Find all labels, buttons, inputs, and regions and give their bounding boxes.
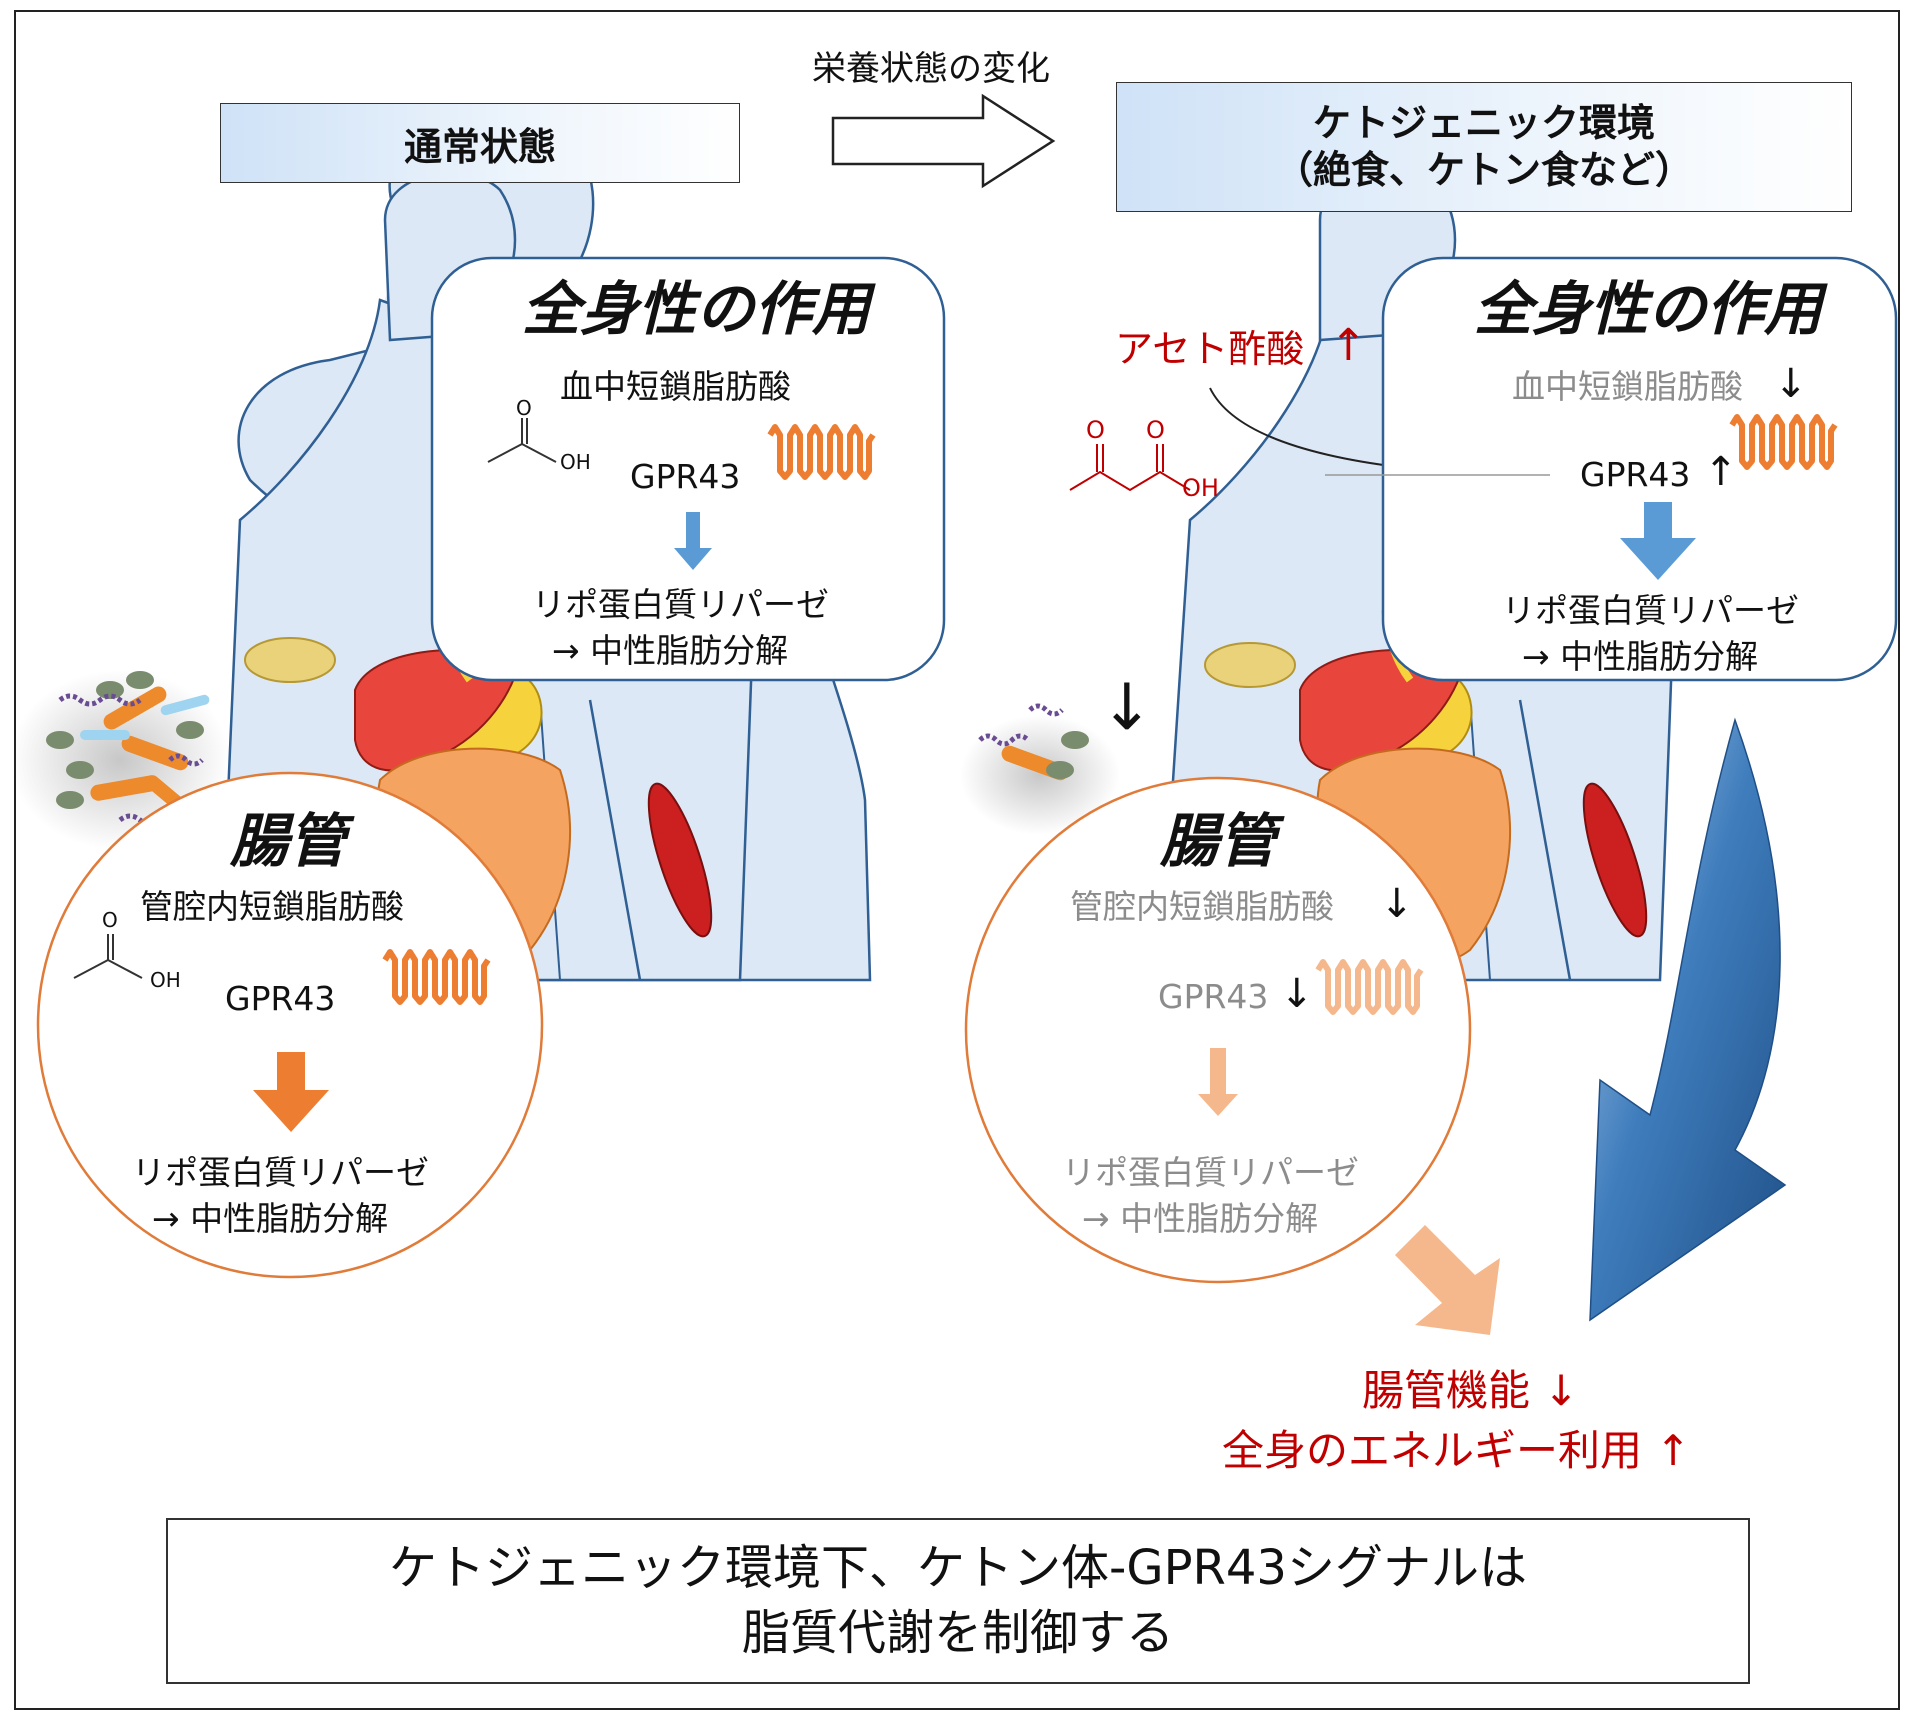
ketone-oh-label: OH [1182, 474, 1219, 502]
left-gut-oh-label: OH [150, 968, 181, 992]
left-systemic-oh-label: OH [560, 450, 591, 474]
left-systemic-result: → 中性脂肪分解 [552, 631, 789, 670]
right-gut-down-arrow [1198, 1048, 1238, 1116]
left-gut-down-arrow [253, 1052, 329, 1132]
left-acetate-molecule [487, 418, 557, 463]
ketone-label: アセト酢酸 [1115, 327, 1305, 371]
conclusion-box: ケトジェニック環境下、ケトン体-GPR43シグナルは 脂質代謝を制御する [166, 1518, 1750, 1684]
right-systemic-enzyme: リポ蛋白質リパーゼ [1502, 591, 1799, 630]
right-header-line1: ケトジェニック環境 [1312, 100, 1655, 145]
right-systemic-title: 全身性の作用 [1474, 275, 1823, 343]
left-gut-result: → 中性脂肪分解 [152, 1199, 389, 1238]
right-gut-circle [964, 776, 1472, 1284]
right-gut-result: → 中性脂肪分解 [1082, 1199, 1319, 1238]
right-gut-enzyme: リポ蛋白質リパーゼ [1062, 1153, 1359, 1192]
right-header: ケトジェニック環境 （絶食、ケトン食など） [1116, 82, 1852, 212]
right-gut-title: 腸管 [1160, 807, 1277, 875]
left-gut-enzyme: リポ蛋白質リパーゼ [132, 1153, 429, 1192]
left-systemic-enzyme: リポ蛋白質リパーゼ [532, 585, 829, 624]
left-muscle [647, 782, 713, 938]
left-gut-receptor: GPR43 [225, 979, 336, 1018]
conclusion-line2: 脂質代謝を制御する [741, 1605, 1174, 1661]
figure-frame [14, 10, 1900, 1710]
ketone-o2-label: O [1146, 416, 1165, 444]
right-header-line2: （絶食、ケトン食など） [1274, 148, 1693, 192]
right-systemic-result: → 中性脂肪分解 [1522, 637, 1759, 676]
left-liver [354, 649, 522, 772]
acetoacetate-molecule [1069, 444, 1191, 492]
left-systemic-o-label: O [516, 396, 532, 420]
left-gut-scfa: 管腔内短鎖脂肪酸 [140, 887, 404, 926]
left-fat-tissue [244, 637, 336, 683]
left-systemic-panel [430, 256, 946, 682]
transition-label: 栄養状態の変化 [812, 49, 1050, 89]
left-systemic-title: 全身性の作用 [522, 275, 871, 343]
right-gut-receptor-arrow: ↓ [1280, 971, 1314, 1017]
right-systemic-down-arrow [1620, 502, 1696, 580]
right-muscle [1582, 782, 1648, 938]
left-systemic-receptor: GPR43 [630, 457, 741, 496]
right-systemic-scfa: 血中短鎖脂肪酸 [1512, 367, 1743, 406]
conclusion-line1: ケトジェニック環境下、ケトン体-GPR43シグナルは [389, 1540, 1527, 1597]
left-gut-circle [36, 771, 544, 1279]
right-systemic-scfa-arrow: ↓ [1774, 361, 1808, 407]
right-microbes [978, 703, 1089, 781]
right-liver [1299, 649, 1467, 772]
right-systemic-panel [1381, 256, 1898, 682]
ketone-up-arrow: ↑ [1330, 320, 1367, 371]
left-systemic-scfa: 血中短鎖脂肪酸 [560, 367, 791, 406]
right-fat-tissue [1204, 642, 1296, 688]
right-gut-scfa-arrow: ↓ [1380, 881, 1414, 927]
right-gut-scfa: 管腔内短鎖脂肪酸 [1070, 887, 1334, 926]
left-gut-title: 腸管 [230, 807, 347, 875]
transition-arrow [831, 93, 1056, 189]
left-gut-o-label: O [102, 908, 118, 932]
right-gut-receptor: GPR43 [1158, 977, 1269, 1016]
left-microbes [46, 671, 210, 827]
right-systemic-receptor: GPR43 [1580, 455, 1691, 494]
microbe-down-arrow: ↓ [1100, 671, 1154, 745]
big-blue-curved-arrow [1589, 717, 1787, 1322]
ketone-o1-label: O [1086, 416, 1105, 444]
left-header: 通常状態 [220, 103, 740, 183]
outcome-gut-function: 腸管機能 ↓ [1362, 1366, 1579, 1415]
left-systemic-down-arrow [674, 512, 712, 570]
outcome-energy-use: 全身のエネルギー利用 ↑ [1222, 1426, 1691, 1475]
peach-arrow [1395, 1225, 1500, 1335]
left-gut-acetate-molecule [73, 934, 143, 979]
right-systemic-receptor-arrow: ↑ [1704, 449, 1738, 495]
left-header-label: 通常状態 [403, 124, 556, 169]
